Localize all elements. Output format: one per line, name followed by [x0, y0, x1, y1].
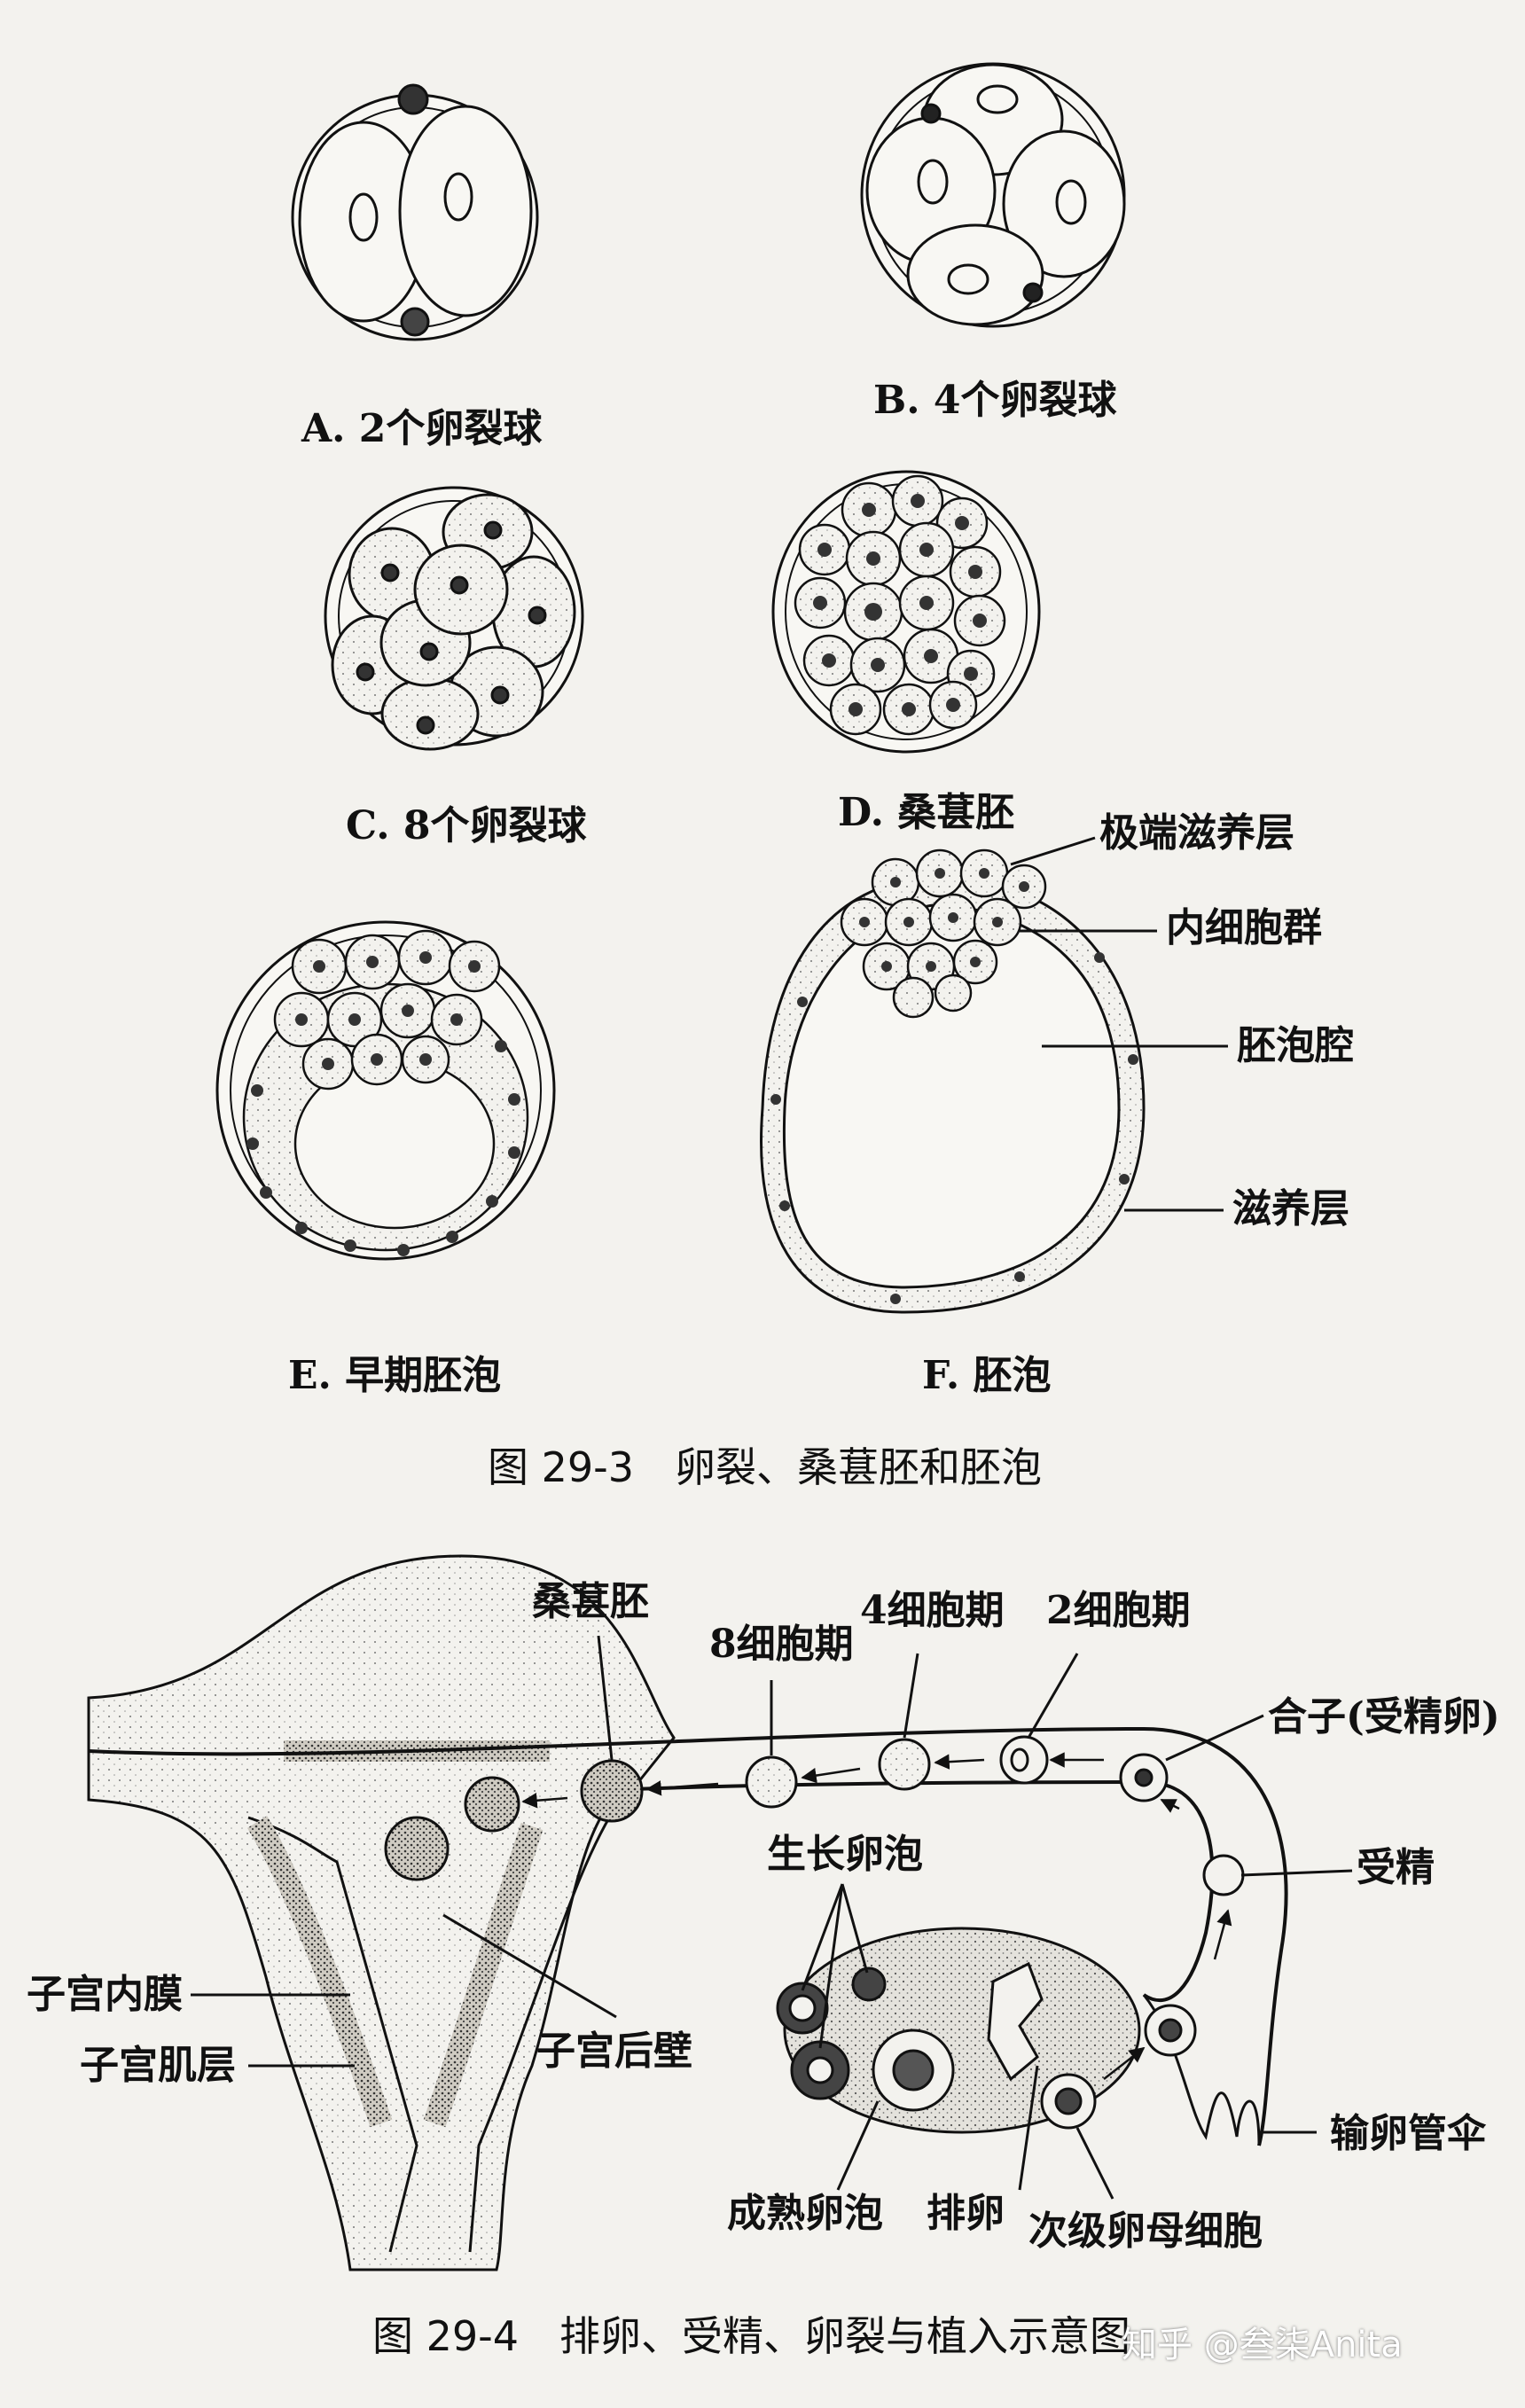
panel-b-label: B. 4个卵裂球 [873, 378, 1117, 423]
label-zygote: 合子(受精卵) [1268, 1694, 1500, 1740]
panel-e-early-blastocyst-illustration [215, 920, 556, 1261]
label-eight-cell: 8细胞期 [709, 1622, 854, 1667]
label-four-cell: 4细胞期 [860, 1588, 1005, 1633]
label-mature-follicle: 成熟卵泡 [727, 2191, 883, 2236]
panel-b-four-cell-illustration [860, 62, 1126, 328]
panel-d-label: D. 桑葚胚 [838, 790, 1015, 835]
figure-29-4-caption: 图 29-4 排卵、受精、卵裂与植入示意图 [372, 2312, 1131, 2360]
watermark: 知乎 @叁柒Anita [1122, 2325, 1403, 2365]
figure-29-3-caption: 图 29-3 卵裂、桑葚胚和胚泡 [488, 1443, 1043, 1491]
reproductive-tract-illustration [87, 1554, 1288, 2271]
figure-29-4-leader-lines [191, 1635, 1353, 2200]
label-morula: 桑葚胚 [532, 1579, 649, 1624]
label-growing-follicle: 生长卵泡 [767, 1832, 923, 1877]
panel-c-eight-cell-illustration [324, 486, 584, 751]
label-blastocoel: 胚泡腔 [1237, 1023, 1354, 1068]
panel-a-label: A. 2个卵裂球 [301, 406, 543, 451]
label-two-cell: 2细胞期 [1046, 1588, 1191, 1633]
label-posterior-wall: 子宫后壁 [536, 2029, 692, 2074]
label-fimbria: 输卵管伞 [1330, 2111, 1486, 2156]
panel-f-leader-lines [1010, 836, 1228, 1212]
panel-e-label: E. 早期胚泡 [288, 1353, 502, 1398]
label-polar-trophoblast: 极端滋养层 [1099, 810, 1294, 856]
panel-a-two-cell-illustration [291, 83, 539, 341]
panel-f-blastocyst-illustration [760, 848, 1146, 1314]
panel-c-label: C. 8个卵裂球 [346, 803, 587, 848]
panel-d-morula-illustration [771, 470, 1041, 754]
label-trophoblast: 滋养层 [1232, 1186, 1349, 1231]
panel-f-label: F. 胚泡 [922, 1353, 1052, 1398]
label-endometrium: 子宫内膜 [27, 1972, 183, 2017]
label-fertilization: 受精 [1357, 1845, 1435, 1890]
label-inner-cell-mass: 内细胞群 [1166, 905, 1322, 950]
label-myometrium: 子宫肌层 [80, 2043, 236, 2088]
label-ovulation: 排卵 [927, 2191, 1005, 2236]
label-secondary-oocyte: 次级卵母细胞 [1028, 2209, 1263, 2254]
